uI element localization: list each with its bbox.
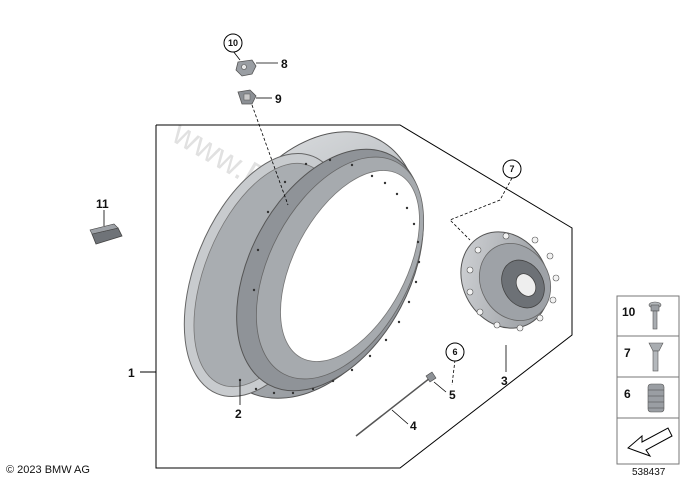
callout-6-circle	[445, 342, 465, 362]
spoke	[355, 377, 431, 437]
arrow-icon	[627, 427, 673, 457]
assembly-bracket	[155, 124, 573, 469]
callout-line-10	[232, 50, 241, 61]
callout-8: 8	[281, 57, 288, 71]
valve-bracket	[235, 59, 257, 77]
screw-icon	[648, 301, 662, 330]
copyright: © 2023 BMW AG	[6, 464, 90, 476]
callout-3: 3	[501, 374, 508, 388]
legend-label-6: 6	[624, 387, 631, 401]
callout-line-7	[449, 177, 513, 241]
callout-6: 6	[452, 347, 457, 357]
callout-10: 10	[228, 38, 238, 48]
callout-2: 2	[235, 407, 242, 421]
rim	[183, 131, 425, 399]
callout-1: 1	[128, 366, 135, 380]
balance-weight	[89, 223, 123, 245]
callout-line-6	[451, 359, 456, 386]
legend-label-10: 10	[622, 305, 636, 319]
threaded-insert-icon	[647, 383, 665, 413]
legend-panel: 10 7 6	[616, 295, 680, 465]
callout-9: 9	[275, 92, 282, 106]
callout-10-circle	[223, 33, 243, 53]
valve-dash-line	[251, 104, 289, 206]
callout-7: 7	[509, 164, 514, 174]
legend-box-7	[616, 335, 680, 378]
callout-line-5	[433, 381, 447, 393]
hub	[460, 231, 560, 332]
diagram-number: 538437	[632, 467, 666, 478]
spoke-nipple	[425, 371, 437, 383]
legend-label-7: 7	[624, 346, 631, 360]
countersunk-screw-icon	[648, 342, 664, 372]
callout-11: 11	[96, 197, 109, 211]
callout-4: 4	[410, 419, 417, 433]
valve	[237, 89, 257, 105]
callout-7-circle	[502, 159, 522, 179]
callout-line-4	[391, 409, 409, 425]
callout-5: 5	[449, 388, 456, 402]
